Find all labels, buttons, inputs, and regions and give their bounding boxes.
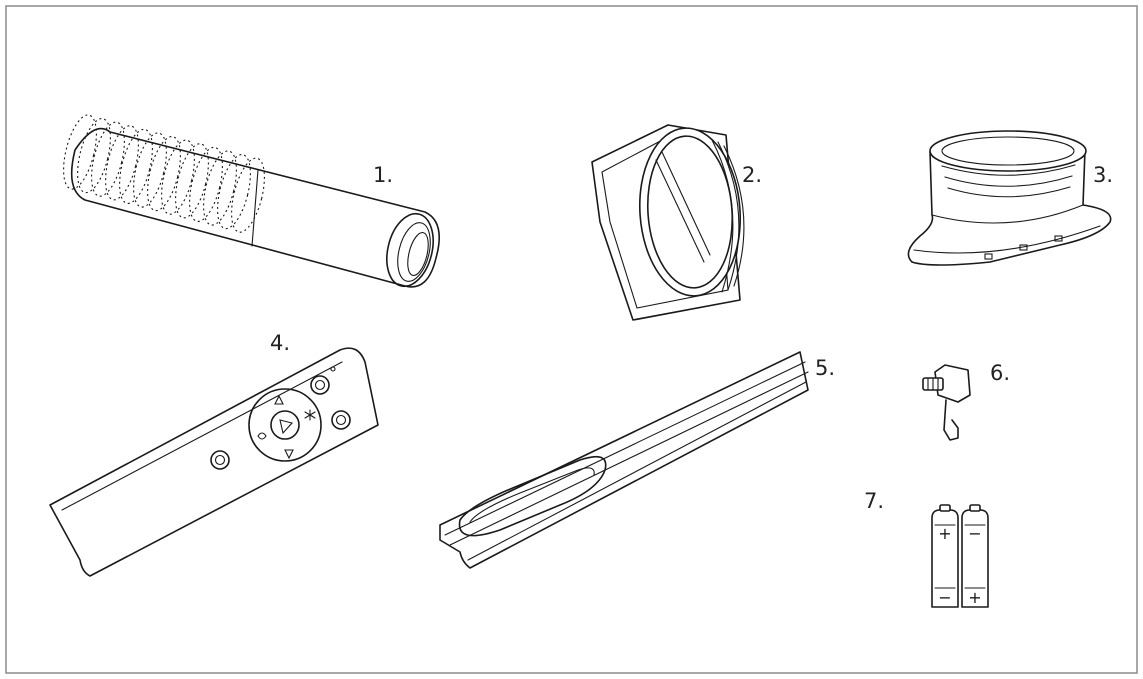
hose-rib [175, 143, 209, 219]
hose-connector-icon [907, 130, 1112, 266]
part-label-3: 3. [1093, 163, 1113, 187]
battery-plus-label: + [938, 524, 951, 543]
battery-minus-label: − [968, 524, 981, 543]
part-label-4: 4. [270, 331, 290, 355]
window-slider-kit-icon [439, 351, 809, 569]
hose-rib [189, 146, 223, 222]
hose-rib [105, 125, 139, 201]
remote-control-icon [49, 347, 379, 577]
part-label-5: 5. [815, 356, 835, 380]
hose-rib [77, 118, 111, 194]
battery-plus-label: + [968, 588, 981, 607]
part-label-2: 2. [742, 163, 762, 187]
hose-rib [91, 121, 125, 197]
window-adapter-icon [591, 124, 745, 321]
part-label-7: 7. [864, 489, 884, 513]
hose-rib [217, 154, 251, 230]
hose-rib [203, 150, 237, 226]
hose-rib [161, 139, 195, 215]
drain-plug-icon [922, 364, 971, 441]
part-label-6: 6. [990, 361, 1010, 385]
hose-rib [119, 128, 153, 204]
batteries-icon: + − − + [931, 504, 989, 608]
hose-rib [147, 136, 181, 212]
exhaust-hose-icon [63, 114, 440, 288]
diagram-border [5, 5, 1138, 674]
hose-rib [133, 132, 167, 208]
hose-rib [231, 157, 265, 233]
battery-minus-label: − [938, 588, 951, 607]
part-label-1: 1. [373, 163, 393, 187]
hose-rib [63, 114, 97, 190]
